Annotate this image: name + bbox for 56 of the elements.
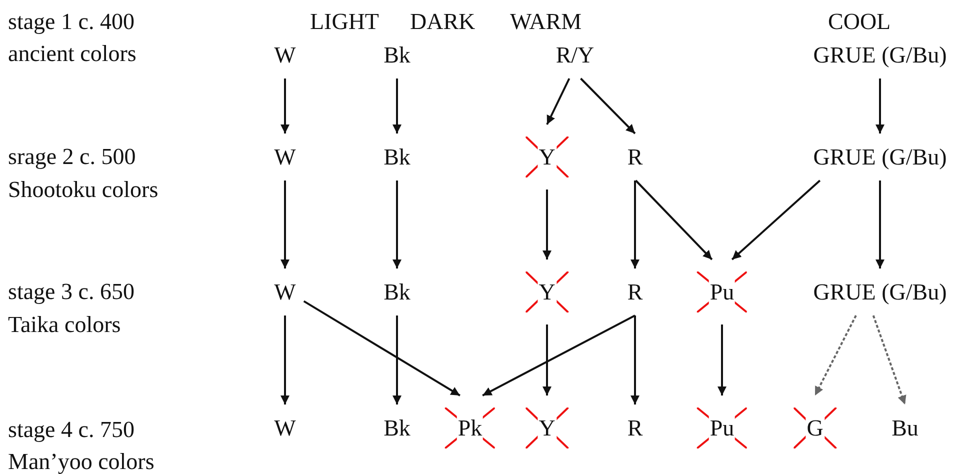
color-abbreviation: Bk	[384, 416, 410, 440]
arrow	[542, 190, 552, 260]
color-abbreviation: W	[274, 280, 296, 304]
column-heading: COOL	[828, 10, 891, 33]
arrow	[580, 78, 636, 134]
arrow	[630, 316, 640, 404]
arrow	[280, 180, 290, 268]
color-abbreviation: Bu	[892, 416, 918, 440]
stage-label: stage 4 c. 750	[8, 418, 134, 441]
column-heading: DARK	[410, 10, 476, 33]
stage-label: Shootoku colors	[8, 178, 158, 201]
column-heading: LIGHT	[310, 10, 379, 33]
color-abbreviation: GRUE (G/Bu)	[813, 280, 947, 304]
color-abbreviation: W	[274, 146, 296, 168]
arrow	[731, 180, 821, 260]
color-abbreviation: W	[274, 44, 296, 66]
color-abbreviation: Y	[538, 416, 556, 440]
stage-label: srage 2 c. 500	[8, 145, 136, 168]
column-heading: WARM	[510, 10, 582, 33]
color-abbreviation: Bk	[384, 280, 410, 304]
arrow	[630, 180, 640, 268]
dashed-arrow	[814, 315, 857, 396]
color-abbreviation: GRUE (G/Bu)	[813, 146, 947, 168]
arrow	[280, 78, 290, 134]
arrow	[482, 314, 636, 396]
color-abbreviation: W	[274, 416, 296, 440]
stage-label: Man’yoo colors	[8, 450, 154, 473]
color-abbreviation: R	[627, 280, 643, 304]
color-abbreviation: Pk	[456, 416, 484, 440]
color-abbreviation: GRUE (G/Bu)	[813, 44, 947, 66]
arrow	[392, 78, 402, 134]
color-abbreviation: Pu	[708, 280, 736, 304]
dashed-arrow	[872, 315, 906, 405]
color-abbreviation: G	[806, 416, 824, 440]
arrow	[542, 324, 552, 396]
arrow	[303, 300, 460, 396]
arrow	[718, 324, 726, 396]
color-abbreviation: R	[627, 146, 643, 168]
arrow	[876, 180, 884, 268]
arrow	[876, 78, 884, 134]
arrow	[392, 180, 402, 268]
color-abbreviation: Y	[538, 144, 556, 170]
color-abbreviation: R	[627, 416, 643, 440]
arrow	[392, 316, 402, 404]
color-abbreviation: Pu	[708, 416, 736, 440]
stage-label: stage 3 c. 650	[8, 280, 134, 303]
stage-label: ancient colors	[8, 42, 136, 65]
arrow	[546, 78, 570, 125]
color-abbreviation: Y	[538, 280, 556, 304]
color-abbreviation: R/Y	[556, 44, 594, 66]
arrow	[280, 316, 290, 404]
stage-label: stage 1 c. 400	[8, 10, 134, 33]
color-abbreviation: Bk	[384, 44, 410, 66]
arrow	[635, 180, 713, 260]
color-abbreviation: Bk	[384, 146, 410, 168]
stage-label: Taika colors	[8, 313, 121, 336]
